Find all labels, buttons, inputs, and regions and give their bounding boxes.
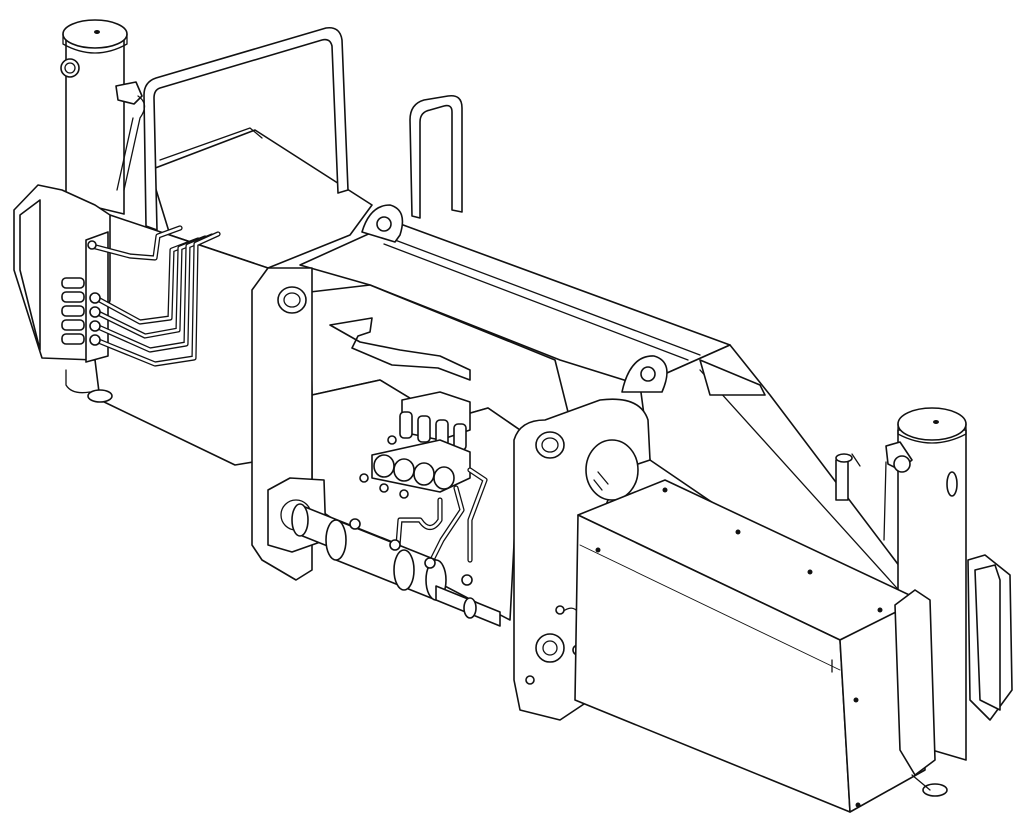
left-side-plate <box>13 184 113 403</box>
valve-block <box>359 391 471 499</box>
left-jack-cylinder <box>60 19 146 215</box>
center-hydraulic-lines <box>395 467 488 563</box>
top-lifting-lugs <box>361 204 668 393</box>
left-housing <box>94 127 373 466</box>
hydraulic-cylinder <box>291 503 501 627</box>
left-grab-handle <box>143 26 349 231</box>
right-pivot-pin <box>835 453 861 501</box>
center-grab-handle <box>409 94 463 219</box>
swivel-pads <box>894 554 1013 797</box>
left-fittings <box>61 240 101 346</box>
left-hydraulic-lines <box>61 225 221 367</box>
